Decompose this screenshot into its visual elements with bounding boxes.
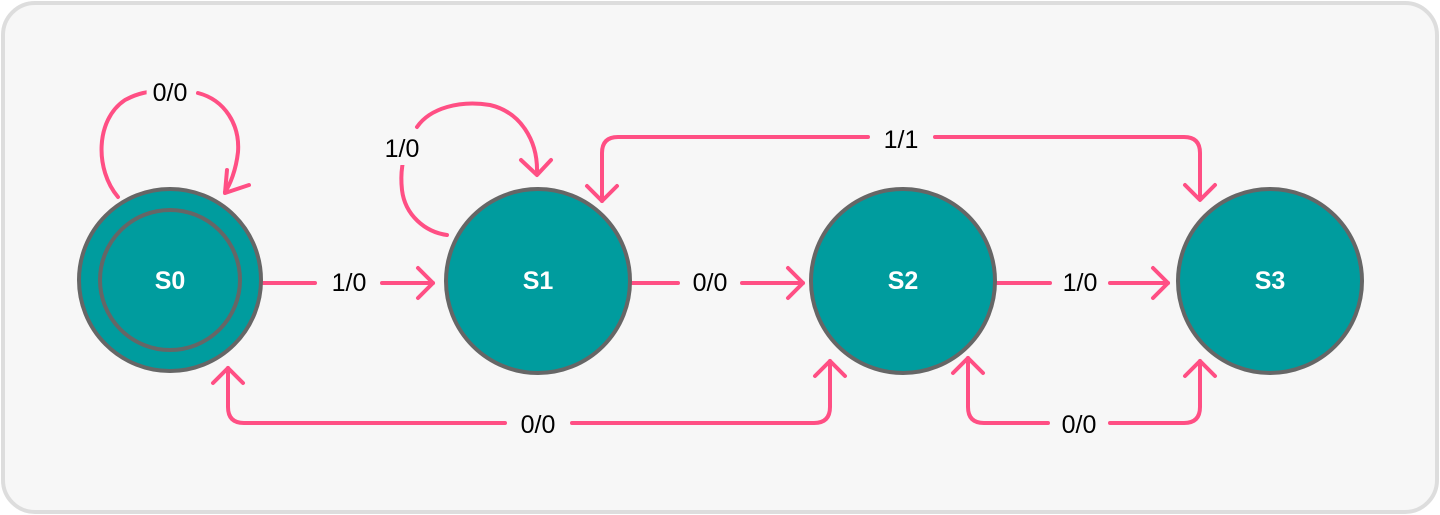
state-label: S0	[155, 267, 186, 295]
arrowhead-icon	[585, 184, 619, 203]
transition-s0-s1	[260, 266, 435, 300]
edge-path	[966, 356, 1050, 425]
state-label: S3	[1255, 267, 1286, 295]
arrowhead-icon	[519, 158, 553, 177]
state-circle	[809, 187, 997, 375]
transition-s0-s0	[99, 90, 251, 199]
label-backdrop	[1056, 267, 1104, 299]
label-backdrop	[146, 77, 194, 109]
label-backdrop	[514, 409, 562, 441]
label-t-s3-s1: 1/1	[884, 126, 919, 154]
edge-path	[933, 135, 1202, 199]
transition-labels: 0/0 1/0 1/0 0/0 1/0 1/1 0/0 0/0	[146, 77, 1104, 441]
arrowhead-icon	[951, 356, 985, 375]
label-t-s1-s1: 1/0	[385, 135, 420, 163]
arrowhead-icon	[211, 366, 245, 385]
state-circle	[444, 187, 632, 375]
states: S0 S1 S2 S3	[77, 187, 1364, 375]
label-t-s3-s2: 0/0	[1062, 411, 1097, 439]
label-backdrop	[325, 267, 373, 299]
label-t-s2-s3: 1/0	[1063, 269, 1098, 297]
label-t-s1-s2: 0/0	[693, 269, 728, 297]
label-backdrop	[877, 124, 925, 156]
edge-path	[196, 91, 241, 194]
arrowhead-icon	[1183, 359, 1217, 378]
label-t-s2-s0: 0/0	[521, 411, 556, 439]
transition-s1-s2	[629, 266, 805, 300]
edge-path	[226, 366, 507, 425]
transition-s3-s1	[585, 135, 1217, 203]
label-backdrop	[686, 267, 734, 299]
arrowhead-icon	[416, 266, 435, 300]
state-s3: S3	[1176, 187, 1364, 375]
label-backdrop	[378, 133, 426, 165]
transition-s2-s3	[995, 266, 1170, 300]
state-label: S2	[888, 267, 919, 295]
arrowhead-icon	[813, 359, 847, 378]
arrowhead-icon	[1151, 266, 1170, 300]
arrowhead-icon	[786, 266, 805, 300]
arrowhead-icon	[1183, 183, 1217, 202]
edge-path	[99, 90, 152, 199]
transition-s2-s0	[211, 359, 847, 425]
state-label: S1	[523, 267, 554, 295]
transitions	[99, 90, 1217, 425]
transition-s3-s2	[951, 356, 1217, 425]
state-circle	[1176, 187, 1364, 375]
edge-path	[600, 135, 870, 203]
edge-path	[570, 359, 832, 425]
label-t-s0-s1: 1/0	[332, 269, 367, 297]
state-circle	[77, 187, 263, 373]
edge-path	[415, 101, 540, 175]
label-t-s0-s0: 0/0	[153, 79, 188, 107]
initial-state-ring	[98, 208, 242, 352]
state-s1: S1	[444, 187, 632, 375]
edge-path	[1108, 359, 1202, 425]
state-s2: S2	[809, 187, 997, 375]
label-backdrop	[1055, 409, 1103, 441]
state-s0: S0	[77, 187, 263, 373]
arrowhead-icon	[223, 168, 251, 195]
